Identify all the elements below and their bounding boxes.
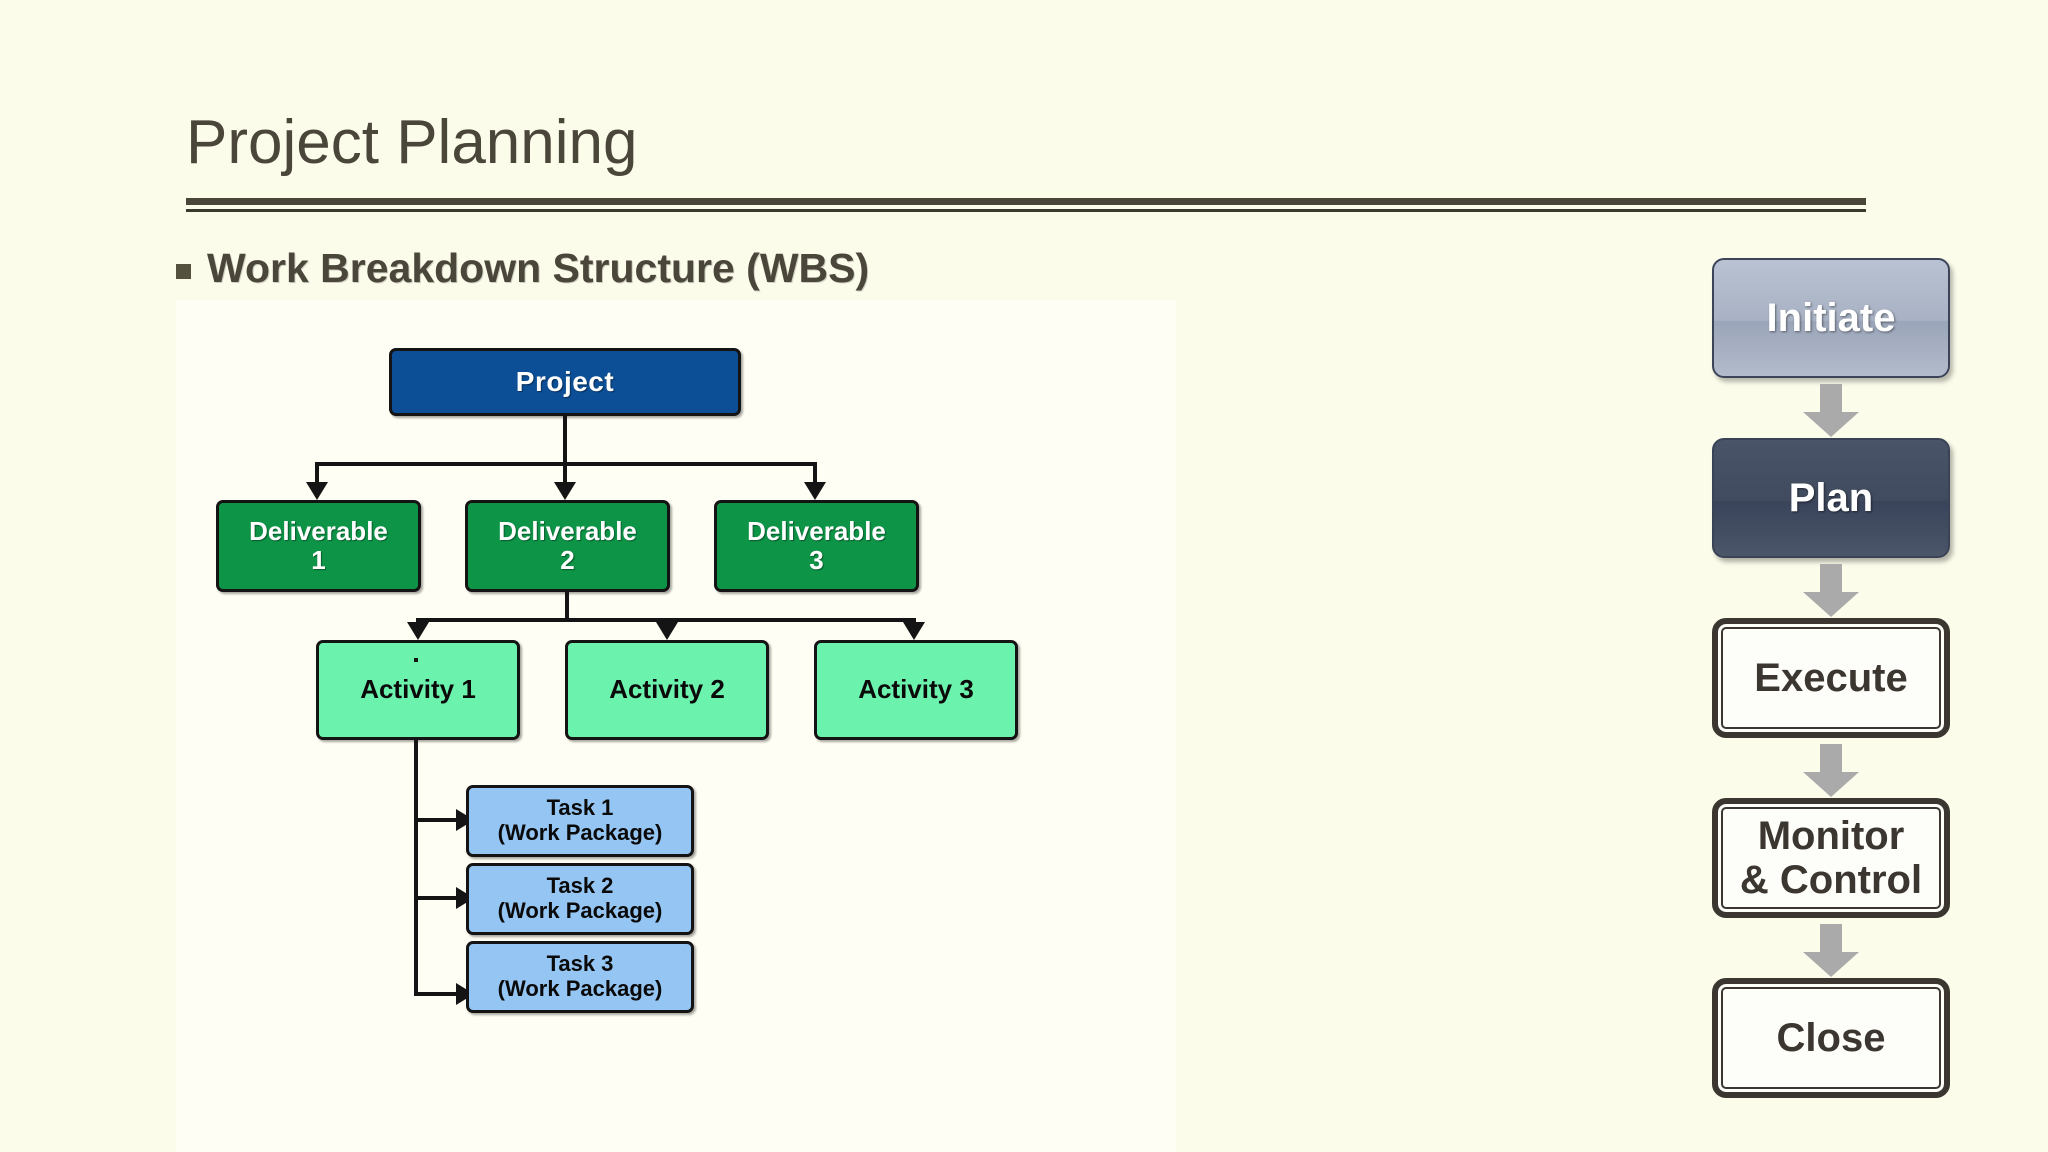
wbs-node-task-1-line1: Task 1 <box>546 795 614 821</box>
wbs-connector-drop-d2 <box>563 462 567 484</box>
title-divider <box>186 198 1866 212</box>
wbs-node-deliverable-3-line2: 3 <box>809 545 824 575</box>
wbs-arrowhead-d2 <box>554 482 576 500</box>
square-bullet-icon <box>176 264 191 279</box>
wbs-node-activity-3-label: Activity 3 <box>858 674 974 705</box>
bullet-text: Work Breakdown Structure (WBS) <box>207 245 870 291</box>
process-step-execute-label: Execute <box>1754 656 1908 700</box>
process-step-execute[interactable]: Execute <box>1712 618 1950 738</box>
process-step-initiate[interactable]: Initiate <box>1712 258 1950 378</box>
wbs-node-deliverable-3: Deliverable 3 <box>714 500 919 592</box>
wbs-node-deliverable-2: Deliverable 2 <box>465 500 670 592</box>
wbs-node-activity-1: Activity 1 <box>316 640 520 740</box>
wbs-connector-drop-d1 <box>315 462 319 484</box>
wbs-node-activity-1-label: Activity 1 <box>360 674 476 705</box>
wbs-connector-deliverable2-stem <box>565 592 569 620</box>
wbs-node-deliverable-1-line1: Deliverable <box>249 515 388 546</box>
process-step-close-label: Close <box>1776 1016 1886 1060</box>
wbs-arrowhead-d1 <box>306 482 328 500</box>
title-divider-thin <box>186 209 1866 212</box>
wbs-node-activity-2-label: Activity 2 <box>609 674 725 705</box>
wbs-connector-drop-d3 <box>813 462 817 484</box>
flow-arrow-down-icon-4 <box>1802 924 1860 978</box>
wbs-node-task-1: Task 1 (Work Package) <box>466 785 694 857</box>
bullet-row: Work Breakdown Structure (WBS) <box>176 245 869 292</box>
project-lifecycle-flow: Initiate Plan Execute Monitor & Control <box>1712 258 1972 1138</box>
process-step-monitor-control[interactable]: Monitor & Control <box>1712 798 1950 918</box>
wbs-node-task-3-line1: Task 3 <box>546 951 614 977</box>
wbs-diagram: Project Deliverable 1 Deliverable 2 Deli… <box>176 300 1176 1152</box>
flow-arrow-down-icon-2 <box>1802 564 1860 618</box>
wbs-arrowhead-a3 <box>903 622 925 640</box>
title-divider-thick <box>186 198 1866 205</box>
flow-arrow-down-icon-3 <box>1802 744 1860 798</box>
wbs-node-deliverable-3-line1: Deliverable <box>747 515 886 546</box>
wbs-connector-task-spine <box>414 740 418 996</box>
wbs-arrowhead-a2 <box>656 622 678 640</box>
flow-arrow-down-icon-1 <box>1802 384 1860 438</box>
title-block: Project Planning <box>186 110 1886 175</box>
wbs-node-task-2-line1: Task 2 <box>546 873 614 899</box>
wbs-node-deliverable-2-line2: 2 <box>560 545 575 575</box>
wbs-node-task-3: Task 3 (Work Package) <box>466 941 694 1013</box>
wbs-connector-task2 <box>414 896 458 900</box>
wbs-node-project-label: Project <box>515 366 615 398</box>
wbs-connector-task1 <box>414 818 458 822</box>
wbs-node-deliverable-1: Deliverable 1 <box>216 500 421 592</box>
wbs-node-activity-2: Activity 2 <box>565 640 769 740</box>
wbs-node-task-1-line2: (Work Package) <box>497 820 663 845</box>
wbs-node-task-2: Task 2 (Work Package) <box>466 863 694 935</box>
page-title: Project Planning <box>186 108 638 177</box>
wbs-node-deliverable-2-line1: Deliverable <box>498 515 637 546</box>
wbs-node-activity-3: Activity 3 <box>814 640 1018 740</box>
wbs-connector-task-spine-top <box>414 658 418 662</box>
wbs-arrowhead-d3 <box>804 482 826 500</box>
process-step-close[interactable]: Close <box>1712 978 1950 1098</box>
wbs-node-task-2-line2: (Work Package) <box>497 898 663 923</box>
process-step-plan-label: Plan <box>1788 476 1874 520</box>
wbs-node-project: Project <box>389 348 741 416</box>
process-step-plan[interactable]: Plan <box>1712 438 1950 558</box>
wbs-node-deliverable-1-line2: 1 <box>311 545 326 575</box>
wbs-connector-project-stem <box>563 416 567 464</box>
process-step-monitor-control-line1: Monitor <box>1757 814 1905 858</box>
wbs-arrowhead-a1 <box>407 622 429 640</box>
wbs-connector-task3 <box>414 992 458 996</box>
process-step-monitor-control-line2: & Control <box>1739 858 1923 902</box>
wbs-node-task-3-line2: (Work Package) <box>497 976 663 1001</box>
process-step-initiate-label: Initiate <box>1766 296 1896 340</box>
